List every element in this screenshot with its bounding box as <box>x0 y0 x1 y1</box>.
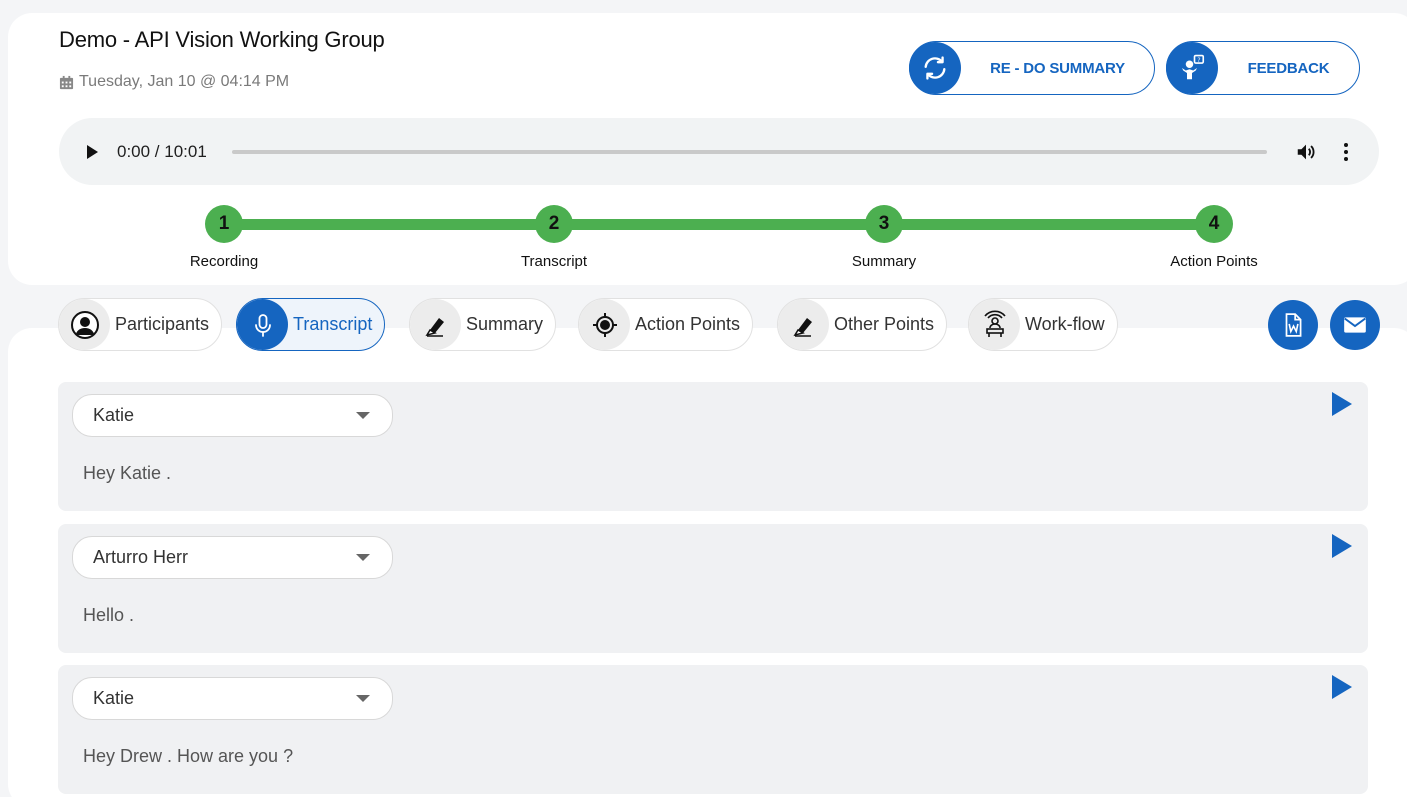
transcript-entry: Katie Hey Drew . How are you ? <box>58 665 1368 794</box>
page-title: Demo - API Vision Working Group <box>59 27 385 52</box>
step-summary: 3 <box>865 205 903 243</box>
chevron-down-icon <box>356 412 370 419</box>
tab-action-points-label: Action Points <box>635 314 741 334</box>
audio-progress-bar[interactable] <box>232 149 1267 154</box>
tab-participants-label: Participants <box>115 314 210 334</box>
tab-summary[interactable]: Summary <box>409 298 557 351</box>
pen-icon <box>410 299 461 350</box>
progress-stepper-line <box>224 219 1214 230</box>
audio-player: 0:00 / 10:01 <box>59 118 1379 185</box>
chevron-down-icon <box>356 695 370 702</box>
step-label-recording: Recording <box>189 253 259 270</box>
speaker-select[interactable]: Katie <box>72 394 393 437</box>
feedback-button[interactable]: ? FEEDBACK <box>1166 41 1360 95</box>
tab-transcript-label: Transcript <box>293 314 373 334</box>
tab-summary-label: Summary <box>466 314 544 334</box>
microphone-icon <box>237 299 288 350</box>
play-segment-icon[interactable] <box>1330 673 1354 701</box>
tab-action-points[interactable]: Action Points <box>578 298 754 351</box>
play-icon[interactable] <box>84 144 100 160</box>
speaker-select[interactable]: Katie <box>72 677 393 720</box>
speaker-select[interactable]: Arturro Herr <box>72 536 393 579</box>
meeting-date: Tuesday, Jan 10 @ 04:14 PM <box>59 73 289 91</box>
volume-icon[interactable] <box>1295 141 1317 163</box>
transcript-entry: Katie Hey Katie . <box>58 382 1368 511</box>
chevron-down-icon <box>356 554 370 561</box>
person-icon <box>59 299 110 350</box>
audio-time: 0:00 / 10:01 <box>117 141 207 161</box>
workflow-icon <box>969 299 1020 350</box>
play-segment-icon[interactable] <box>1330 390 1354 418</box>
export-word-button[interactable] <box>1268 300 1318 350</box>
calendar-icon <box>59 75 74 89</box>
refresh-icon <box>909 42 961 94</box>
step-action-points: 4 <box>1195 205 1233 243</box>
step-recording: 1 <box>205 205 243 243</box>
play-segment-icon[interactable] <box>1330 532 1354 560</box>
more-options-icon[interactable] <box>1341 142 1351 162</box>
tab-work-flow-label: Work-flow <box>1025 314 1105 334</box>
transcript-text: Hey Katie . <box>83 463 172 483</box>
tab-transcript[interactable]: Transcript <box>236 298 386 351</box>
tab-participants[interactable]: Participants <box>58 298 223 351</box>
feedback-label: FEEDBACK <box>1247 59 1330 77</box>
tab-other-points[interactable]: Other Points <box>777 298 948 351</box>
target-icon <box>579 299 630 350</box>
redo-summary-label: RE - DO SUMMARY <box>990 59 1125 77</box>
feedback-person-icon: ? <box>1166 42 1218 94</box>
tab-work-flow[interactable]: Work-flow <box>968 298 1118 351</box>
meeting-date-text: Tuesday, Jan 10 @ 04:14 PM <box>79 73 290 90</box>
transcript-entry: Arturro Herr Hello . <box>58 524 1368 653</box>
step-label-transcript: Transcript <box>520 253 588 270</box>
speaker-name: Arturro Herr <box>93 547 189 567</box>
pen-icon <box>778 299 829 350</box>
step-label-action-points: Action Points <box>1170 253 1258 270</box>
redo-summary-button[interactable]: RE - DO SUMMARY <box>909 41 1155 95</box>
tab-other-points-label: Other Points <box>834 314 935 334</box>
email-button[interactable] <box>1330 300 1380 350</box>
speaker-name: Katie <box>93 688 135 708</box>
transcript-text: Hey Drew . How are you ? <box>83 746 294 766</box>
envelope-icon <box>1344 317 1366 333</box>
step-transcript: 2 <box>535 205 573 243</box>
word-doc-icon <box>1285 313 1302 337</box>
transcript-text: Hello . <box>83 605 135 625</box>
svg-text:?: ? <box>1197 57 1200 64</box>
speaker-name: Katie <box>93 405 135 425</box>
step-label-summary: Summary <box>851 253 917 270</box>
